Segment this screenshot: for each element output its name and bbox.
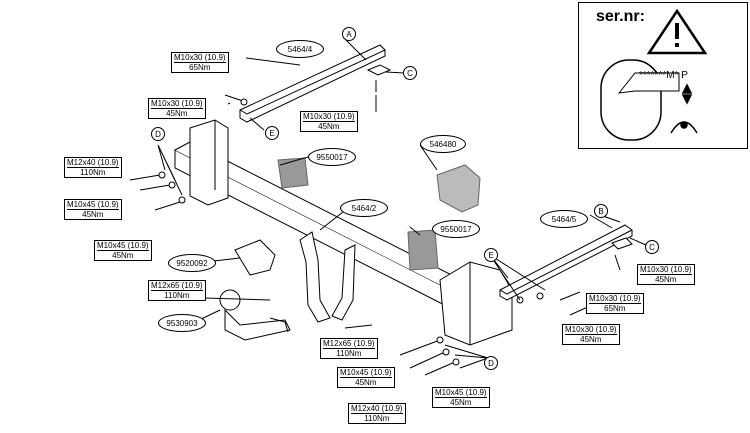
part-5464-5: 5464/5 bbox=[540, 210, 588, 228]
serial-number-box bbox=[578, 2, 748, 149]
bolts-left bbox=[129, 64, 392, 211]
callout-b: B bbox=[594, 204, 608, 218]
left-bracket bbox=[189, 119, 229, 206]
right-bracket bbox=[439, 261, 513, 346]
serial-plate-illustration bbox=[600, 8, 708, 141]
towball bbox=[219, 289, 241, 311]
callout-d-left: D bbox=[151, 127, 165, 141]
bolt-label: M12x40 (10.9)110Nm bbox=[348, 403, 406, 424]
bolt-label: M10x45 (10.9)45Nm bbox=[337, 367, 395, 388]
part-9550017-a: 9550017 bbox=[308, 148, 356, 166]
bolt-label: M10x45 (10.9)45Nm bbox=[432, 387, 490, 408]
bolt-label: M10x30 (10.9)45Nm bbox=[562, 324, 620, 345]
serial-title: ser.nr: bbox=[596, 8, 645, 25]
part-9550017-b: 9550017 bbox=[432, 220, 480, 238]
serial-code: *******M* P bbox=[639, 70, 688, 81]
part-546480: 546480 bbox=[420, 135, 466, 153]
bolt-label: M10x30 (10.9)65Nm bbox=[586, 293, 644, 314]
bolt-label: M12x65 (10.9)110Nm bbox=[320, 338, 378, 359]
part-5464-2: 5464/2 bbox=[340, 199, 388, 217]
callout-c-right: C bbox=[645, 240, 659, 254]
callout-a: A bbox=[342, 27, 356, 41]
callout-e-left: E bbox=[265, 126, 279, 140]
bolt-label: M10x30 (10.9)65Nm bbox=[171, 52, 229, 73]
callout-c-left: C bbox=[403, 66, 417, 80]
spacer-block-a bbox=[277, 157, 309, 189]
bolt-label: M10x30 (10.9)45Nm bbox=[148, 98, 206, 119]
bolt-label: M12x65 (10.9)110Nm bbox=[148, 280, 206, 301]
callout-d-right: D bbox=[484, 356, 498, 370]
spacer-block-b bbox=[407, 229, 439, 271]
bolt-label: M10x30 (10.9)45Nm bbox=[300, 111, 358, 132]
bolts-right bbox=[399, 237, 633, 376]
part-9520092: 9520092 bbox=[168, 254, 216, 272]
plate-546480 bbox=[436, 164, 481, 213]
ball-neck-bracket bbox=[299, 231, 331, 323]
bolt-label: M12x40 (10.9)110Nm bbox=[64, 157, 122, 178]
callout-e-right: E bbox=[484, 248, 498, 262]
bolt-label: M10x30 (10.9)45Nm bbox=[637, 264, 695, 285]
bolt-label: M10x45 (10.9)45Nm bbox=[94, 240, 152, 261]
part-5464-4: 5464/4 bbox=[276, 40, 324, 58]
part-9530903: 9530903 bbox=[158, 314, 206, 332]
bolt-label: M10x45 (10.9)45Nm bbox=[64, 199, 122, 220]
right-rail bbox=[499, 224, 633, 301]
